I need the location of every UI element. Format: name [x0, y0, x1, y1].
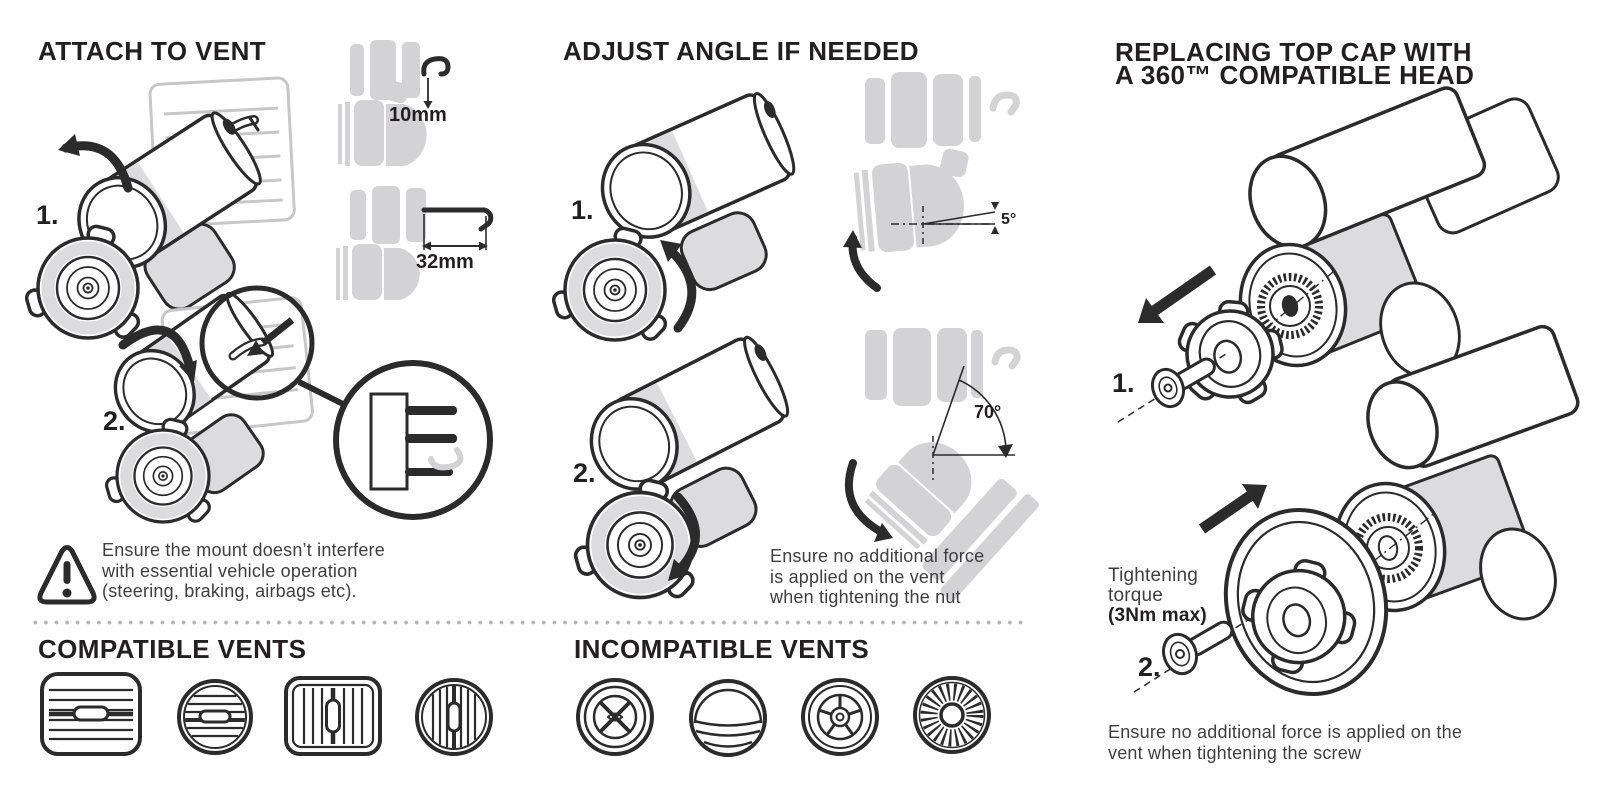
angle-70-diagram [844, 328, 1039, 601]
ball-swivel-vent-icon [689, 679, 767, 757]
mount-dial [105, 417, 211, 524]
mount-cylinder [589, 335, 790, 491]
angle-max-value: 70° [974, 402, 1002, 422]
vent-silhouette [865, 328, 1021, 406]
torque-note: Tightening torque (3Nm max) [1108, 565, 1207, 626]
adjust-step2-illustration [573, 335, 790, 600]
mount-silhouette [864, 442, 1039, 601]
mount-dial [24, 224, 141, 340]
angle-5-diagram [843, 72, 1020, 292]
hook-depth-diagram [338, 40, 451, 166]
vent-slats-silhouette [350, 40, 420, 100]
mount-silhouette [853, 148, 969, 253]
compatible-head [1223, 507, 1389, 697]
magnifier-connector [297, 379, 349, 409]
rotate-arrow [118, 325, 197, 382]
replace-step1-group [1117, 86, 1560, 423]
mount-cylinder [113, 291, 275, 434]
adjust-step1-label: 1. [571, 195, 594, 225]
hook-width-value: 32mm [416, 251, 474, 273]
attach-step1-illustration [24, 76, 296, 340]
swing-up-arrow [843, 230, 881, 292]
incompatible-vents-title: INCOMPATIBLE VENTS [574, 634, 870, 664]
replace-step1-label: 1. [1112, 368, 1135, 398]
mount-silhouette [336, 244, 420, 300]
angle-min-value: 5° [1001, 211, 1017, 228]
attach-title: ATTACH TO VENT [38, 36, 267, 66]
rotate-up-arrow [660, 240, 697, 333]
spoked-wheel-vent-icon [801, 678, 879, 756]
rotate-arrow [58, 134, 133, 193]
dotted-divider [30, 620, 1025, 625]
remove-arrow [1138, 265, 1217, 323]
adjust-title: ADJUST ANGLE IF NEEDED [563, 36, 919, 66]
replace-illustration [1117, 86, 1580, 697]
adjust-step1-illustration [551, 92, 796, 342]
rect-vertical-slat-vent-icon [284, 676, 382, 756]
mount-arm [1479, 527, 1557, 621]
hook-detail [228, 337, 267, 361]
compatible-vents-title: COMPATIBLE VENTS [38, 634, 307, 664]
mount-silhouette [338, 80, 427, 166]
replace-title: REPLACING TOP CAP WITH A 360™ COMPATIBLE… [1115, 37, 1475, 90]
vent-slats-silhouette [350, 186, 426, 244]
press-arrow [247, 317, 295, 356]
attach-warning-text: Ensure the mount doesn’t interfere with … [102, 540, 385, 601]
attach-step1-label: 1. [36, 200, 59, 230]
adjust-step2-label: 2. [573, 458, 596, 488]
vent-silhouette [865, 72, 1020, 148]
rotate-down-arrow [668, 492, 700, 581]
round-horizontal-slat-vent-icon [177, 679, 253, 755]
round-vertical-slat-vent-icon [415, 678, 493, 756]
width-bracket [421, 207, 494, 251]
mount-cylinder [1366, 324, 1580, 470]
replace-step2-group [1133, 324, 1580, 697]
rect-horizontal-slat-vent-icon [40, 672, 142, 756]
magnifier-large [333, 360, 493, 520]
hook-depth-value: 10mm [389, 104, 447, 126]
angle-annotation [932, 365, 1015, 480]
cross-ring-vent-icon [576, 678, 654, 756]
mount-dial [551, 226, 668, 342]
replace-note-text: Ensure no additional force is applied on… [1108, 722, 1463, 763]
adjust-note-text: Ensure no additional force is applied on… [770, 546, 985, 607]
screw [1161, 620, 1234, 676]
turbine-vent-icon [913, 676, 991, 754]
angle-annotation [891, 202, 999, 244]
hook-behind-fin [428, 447, 464, 471]
magnifier-small-circle [199, 285, 315, 401]
attach-step2-illustration [105, 285, 493, 524]
warning-triangle-icon [37, 545, 97, 605]
replace-step2-label: 2. [1138, 652, 1161, 682]
hook-width-diagram [336, 186, 494, 300]
mount-dial [573, 478, 695, 600]
hook-profile [421, 56, 451, 109]
screw [1150, 357, 1216, 409]
swing-down-arrow [844, 459, 893, 542]
install-arrow [1198, 484, 1267, 534]
mount-cylinder [600, 92, 796, 239]
attach-step2-label: 2. [103, 406, 126, 436]
